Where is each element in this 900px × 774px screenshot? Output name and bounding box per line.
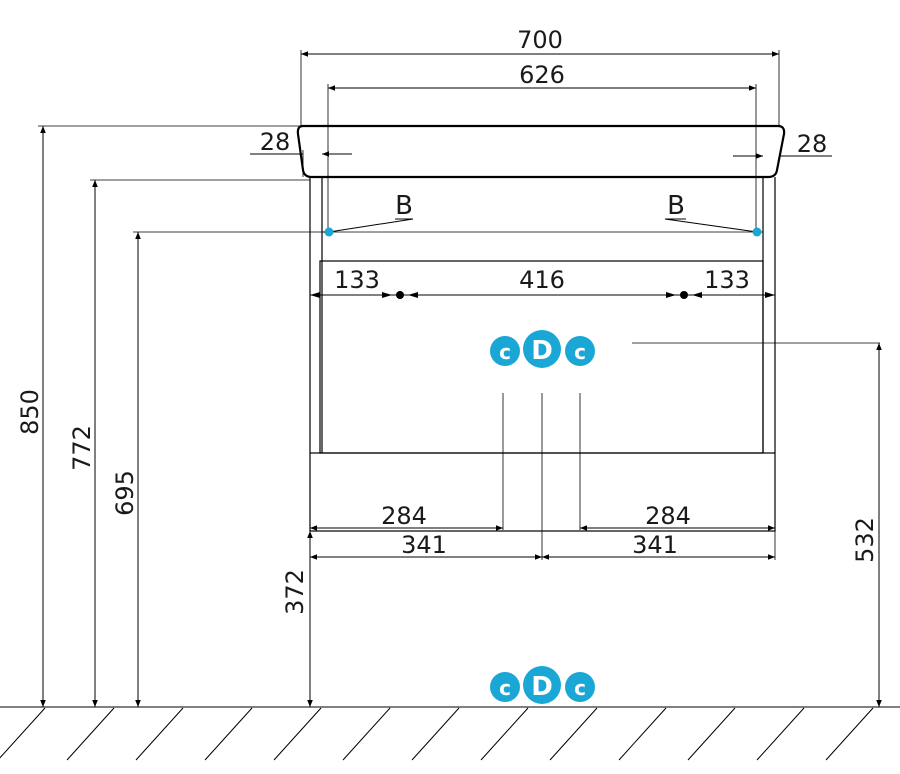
- dim-416-label: 416: [519, 266, 565, 294]
- dim-772-label: 772: [68, 425, 96, 471]
- hatch-line: [204, 707, 253, 761]
- connection-badge-upper: c D c: [490, 330, 595, 368]
- basin-outline: [296, 124, 786, 179]
- dimension-height-850: 850: [16, 125, 301, 707]
- dimension-height-372: 372: [281, 531, 313, 707]
- dimension-basin-inner-width: 626: [327, 61, 757, 232]
- hatch-line: [342, 707, 391, 761]
- cabinet: [309, 177, 776, 532]
- dimension-height-695: 695: [111, 231, 325, 707]
- marker-b-left-label: B: [395, 191, 413, 221]
- floor: [0, 706, 900, 761]
- dim-284-right-label: 284: [645, 502, 691, 530]
- dimension-side-right: 28: [733, 130, 832, 159]
- connection-badge-lower: c D c: [490, 666, 595, 704]
- hatch-line: [66, 707, 115, 761]
- marker-b-left: B: [324, 191, 414, 237]
- hatch-line: [618, 707, 667, 761]
- hatch-line: [756, 707, 805, 761]
- dim-850-label: 850: [16, 389, 44, 435]
- dim-341-left-label: 341: [401, 531, 447, 559]
- hatch-line: [0, 707, 46, 759]
- dimension-center-right: 341: [542, 531, 775, 560]
- dimension-overall-width: 700: [300, 26, 780, 126]
- hatch-line: [411, 707, 460, 761]
- connection-upper-c-right: c: [574, 340, 586, 364]
- hatch-line: [480, 707, 529, 761]
- dimension-pipe-left: 284: [310, 502, 503, 531]
- connection-lower-d: D: [531, 672, 553, 702]
- marker-b-right: B: [664, 191, 762, 237]
- marker-b-right-label: B: [667, 191, 685, 221]
- dimension-center-left: 341: [310, 531, 542, 560]
- dim-28-right-label: 28: [797, 130, 828, 158]
- hatch-line: [273, 707, 322, 761]
- dimension-mount-spacing: 133 416 133: [310, 266, 775, 299]
- dimension-side-left: 28: [250, 128, 352, 177]
- dim-700-label: 700: [517, 26, 563, 54]
- connection-lower-c-left: c: [499, 676, 511, 700]
- dim-133-right-label: 133: [704, 266, 750, 294]
- dim-341-right-label: 341: [632, 531, 678, 559]
- hatch-line: [825, 707, 874, 761]
- dimension-pipe-right: 284: [580, 502, 775, 531]
- dimension-height-532: 532: [851, 343, 882, 707]
- floor-hatching: [0, 707, 874, 761]
- hatch-line: [549, 707, 598, 761]
- connection-upper-d: D: [531, 336, 553, 366]
- dim-133-left-label: 133: [334, 266, 380, 294]
- dim-28-left-label: 28: [260, 128, 291, 156]
- dim-695-label: 695: [111, 470, 139, 516]
- connection-upper-c-left: c: [499, 340, 511, 364]
- hatch-line: [135, 707, 184, 761]
- dim-372-label: 372: [281, 569, 309, 615]
- dim-626-label: 626: [519, 61, 565, 89]
- hatch-line: [687, 707, 736, 761]
- dimension-height-772: 772: [68, 179, 310, 707]
- dim-532-label: 532: [851, 517, 879, 563]
- connection-lower-c-right: c: [574, 676, 586, 700]
- dim-284-left-label: 284: [381, 502, 427, 530]
